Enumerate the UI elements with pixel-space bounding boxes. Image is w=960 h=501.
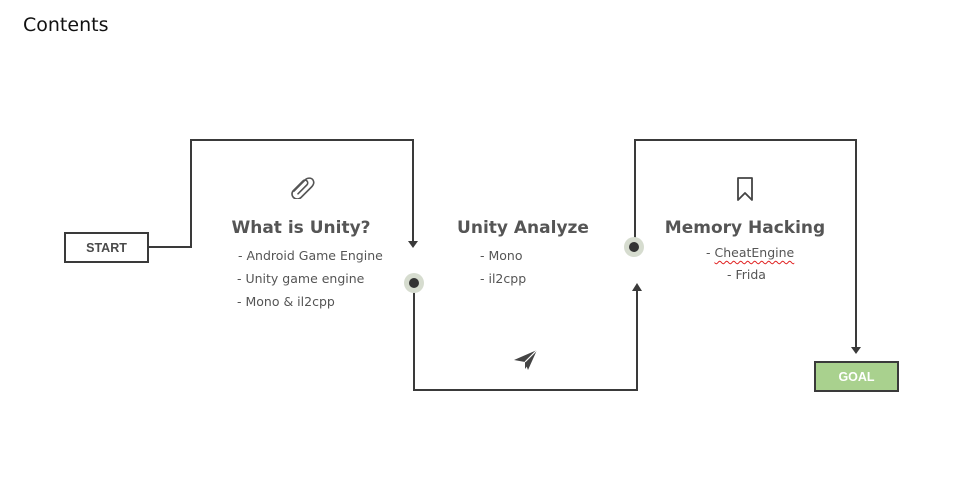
page-title: Contents <box>23 14 109 36</box>
step3-bullet-1-dash: - <box>706 245 715 260</box>
step-title-what-is-unity: What is Unity? <box>231 218 371 238</box>
paperclip-icon <box>291 177 315 199</box>
step-title-unity-analyze: Unity Analyze <box>457 218 589 238</box>
step3-bullet-1: - CheatEngine <box>706 245 794 260</box>
connector-start-to-step1 <box>149 139 414 248</box>
goal-box: GOAL <box>814 361 899 392</box>
step2-bullet-1: - Mono <box>480 248 523 263</box>
bookmark-icon <box>737 177 753 201</box>
step2-bullet-2: - il2cpp <box>480 271 527 286</box>
step1-bullet-1: - Android Game Engine <box>238 248 383 263</box>
step-title-memory-hacking: Memory Hacking <box>664 218 826 238</box>
connector-step3-to-goal <box>634 139 857 347</box>
arrowhead-down-1 <box>408 241 418 248</box>
paper-plane-icon <box>514 349 538 370</box>
connector-step1-to-step3 <box>413 283 638 391</box>
arrowhead-up-1 <box>632 283 642 291</box>
node-dot-left <box>409 278 419 288</box>
start-box: START <box>64 232 149 263</box>
node-dot-right <box>629 242 639 252</box>
step1-bullet-2: - Unity game engine <box>237 271 365 286</box>
step3-bullet-2: - Frida <box>727 267 766 282</box>
step1-bullet-3: - Mono & il2cpp <box>237 294 335 309</box>
arrowhead-down-2 <box>851 347 861 354</box>
step3-bullet-1-text: CheatEngine <box>714 245 795 260</box>
